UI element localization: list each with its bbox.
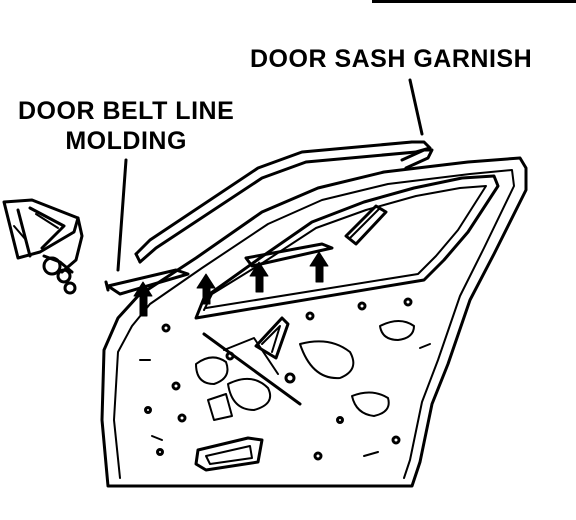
door-body (100, 156, 528, 488)
arrow-1 (133, 281, 153, 317)
outside-mirror (2, 198, 84, 295)
install-arrows (133, 251, 329, 317)
arrow-2 (196, 273, 216, 305)
top-rule (372, 0, 576, 3)
leader-lines (116, 78, 424, 272)
door-belt-line-molding-label: DOOR BELT LINE MOLDING (18, 96, 234, 156)
door-sash-garnish-label: DOOR SASH GARNISH (250, 45, 533, 73)
arrow-4 (309, 251, 329, 283)
door-belt-line-molding-label-line1: DOOR BELT LINE (18, 97, 235, 125)
arrow-3 (249, 261, 269, 293)
door-sash-garnish (134, 140, 434, 264)
door-belt-line-molding-label-line2: MOLDING (65, 127, 187, 155)
